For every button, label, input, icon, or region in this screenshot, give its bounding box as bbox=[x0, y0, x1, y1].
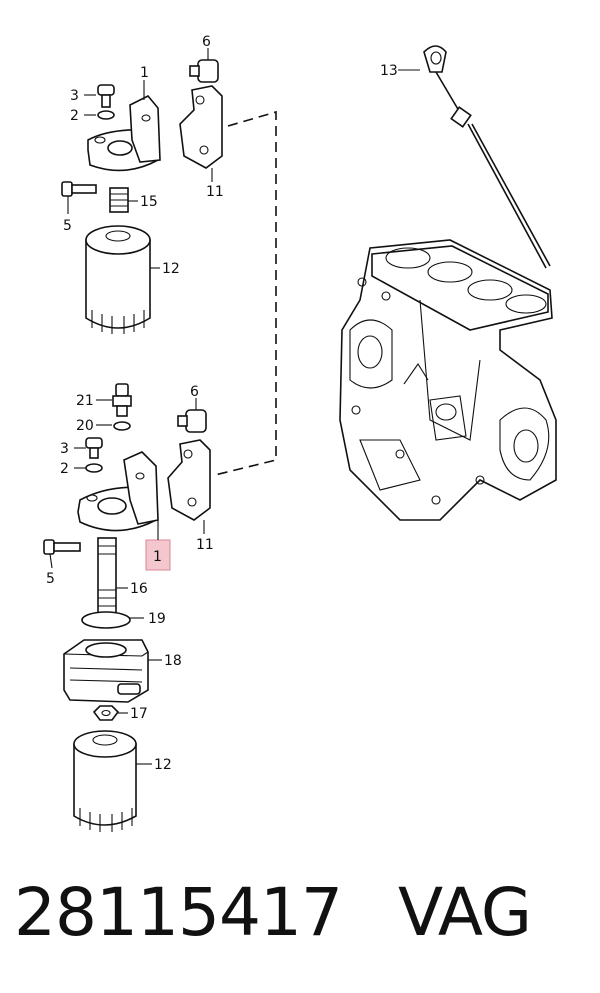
threaded-nipple-16 bbox=[97, 537, 117, 615]
callout-5-bottom: 5 bbox=[46, 571, 55, 587]
oil-filter-12-top bbox=[85, 225, 151, 334]
bolt-3-top bbox=[97, 84, 115, 108]
gasket-11-top bbox=[179, 85, 223, 169]
washer-2-bottom bbox=[85, 463, 103, 473]
dipstick-13: 13 bbox=[380, 45, 551, 269]
callout-13: 13 bbox=[380, 63, 398, 79]
top-oil-filter-assembly bbox=[61, 59, 277, 476]
seal-20 bbox=[113, 421, 131, 431]
o-ring-19 bbox=[81, 611, 131, 629]
callout-12-bottom: 12 bbox=[154, 757, 172, 773]
washer-2-top bbox=[97, 110, 115, 120]
plug-6-top bbox=[189, 59, 219, 83]
callout-2-top: 2 bbox=[70, 108, 79, 124]
callout-21: 21 bbox=[76, 393, 94, 409]
threaded-nipple-15 bbox=[109, 187, 129, 213]
bolt-3-bottom bbox=[85, 437, 103, 459]
callout-17: 17 bbox=[130, 706, 148, 722]
callout-15: 15 bbox=[140, 194, 158, 210]
callout-2-bottom: 2 bbox=[60, 461, 69, 477]
callout-19: 19 bbox=[148, 611, 166, 627]
callout-12-top: 12 bbox=[162, 261, 180, 277]
bolt-5-bottom bbox=[43, 539, 81, 555]
part-number-caption: 28115417 bbox=[14, 874, 343, 951]
callout-1-top: 1 bbox=[140, 65, 149, 81]
callout-16: 16 bbox=[130, 581, 148, 597]
oil-filter-flange-top bbox=[87, 95, 161, 172]
callout-20: 20 bbox=[76, 418, 94, 434]
oil-pressure-switch-21 bbox=[112, 383, 132, 417]
engine-block bbox=[339, 239, 557, 521]
bolt-5-top bbox=[61, 181, 97, 197]
top-callouts: 1 3 2 6 11 15 12 5 bbox=[63, 34, 224, 277]
callout-11-bottom: 11 bbox=[196, 537, 214, 553]
oil-cooler-18 bbox=[63, 639, 149, 703]
gasket-11-bottom bbox=[167, 439, 211, 521]
highlight-box bbox=[145, 539, 171, 571]
callout-18: 18 bbox=[164, 653, 182, 669]
nut-17 bbox=[92, 705, 120, 721]
callout-6-top: 6 bbox=[202, 34, 211, 50]
brand-caption: VAG bbox=[398, 874, 532, 951]
oil-filter-12-bottom bbox=[73, 730, 137, 832]
callout-11-top: 11 bbox=[206, 184, 224, 200]
callout-6-bottom: 6 bbox=[190, 384, 199, 400]
oil-filter-flange-bottom bbox=[77, 451, 159, 532]
bottom-callouts: 21 20 3 2 6 11 1 16 19 18 17 12 5 bbox=[46, 384, 214, 773]
callout-3-top: 3 bbox=[70, 88, 79, 104]
exploded-parts-diagram: 1 3 2 6 11 15 12 5 13 bbox=[43, 34, 557, 832]
callout-1-bottom: 1 bbox=[153, 549, 162, 565]
plug-6-bottom bbox=[177, 409, 207, 433]
callout-5-top: 5 bbox=[63, 218, 72, 234]
callout-3-bottom: 3 bbox=[60, 441, 69, 457]
